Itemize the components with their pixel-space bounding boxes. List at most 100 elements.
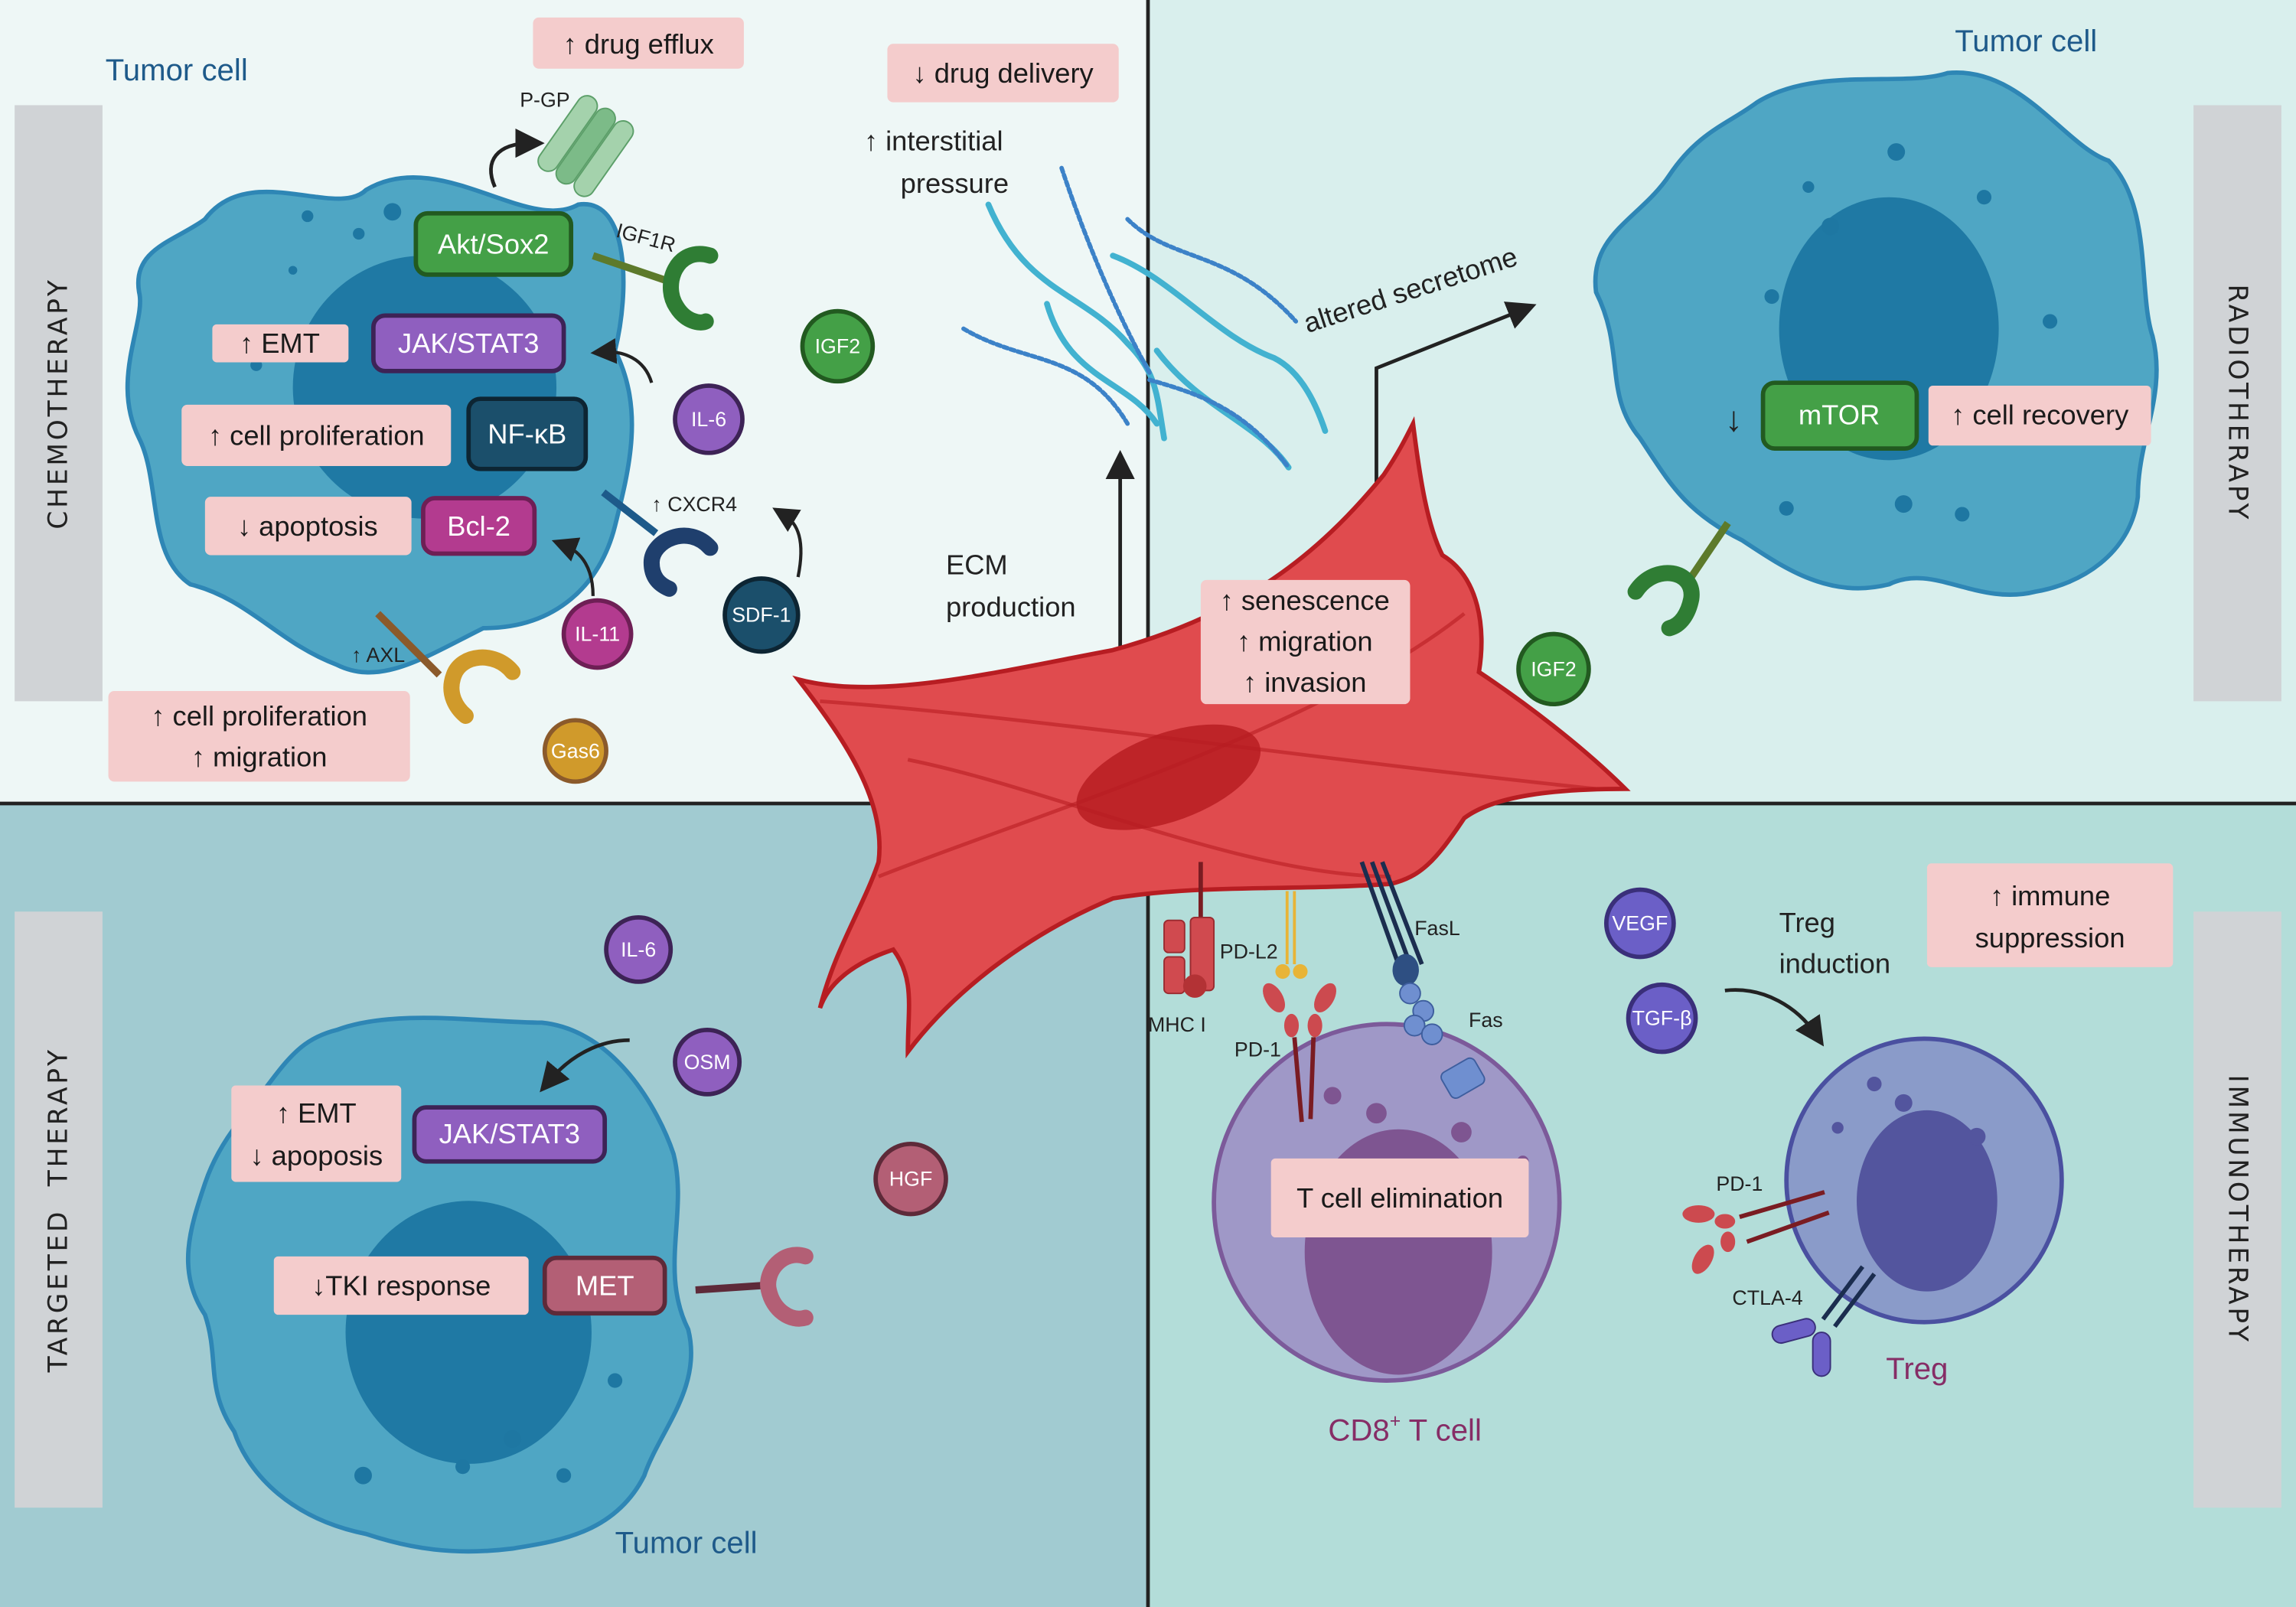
- fasl-label: FasL: [1414, 917, 1460, 940]
- pathway-akt-sox2: Akt/Sox2: [413, 210, 574, 277]
- ligand-igf2-radio: IGF2: [1516, 631, 1591, 707]
- secretome-arrow-icon: [1375, 302, 1537, 482]
- met-receptor-icon: [695, 1247, 814, 1327]
- svg-text:IGF2: IGF2: [815, 334, 861, 357]
- treg-pd1-label: PD-1: [1716, 1172, 1763, 1195]
- ligand-vegf: VEGF: [1603, 887, 1676, 960]
- side-label-chemotherapy: CHEMOTHERAPY: [15, 105, 103, 702]
- ligand-osm: OSM: [673, 1028, 742, 1097]
- treg-induction-arrow-icon: [1724, 988, 1825, 1047]
- effect-immune-suppression: ↑ immune suppression: [1926, 863, 2174, 967]
- svg-text:IL-6: IL-6: [691, 408, 726, 431]
- effect-t-cell-elimination: T cell elimination: [1270, 1158, 1529, 1237]
- pd-l2-icon: [1275, 891, 1308, 980]
- svg-text:↑ immune: ↑ immune: [1990, 880, 2111, 911]
- treg-pd-1-icon: [1682, 1190, 1830, 1274]
- svg-text:↑ migration: ↑ migration: [1237, 626, 1373, 657]
- effect-cell-proliferation-chemo: ↑ cell proliferation: [181, 404, 452, 466]
- effect-apoptosis-chemo: ↓ apoptosis: [204, 497, 412, 556]
- chemo-cell-title: Tumor cell: [106, 53, 248, 87]
- pgp-transporter-icon: [537, 95, 634, 197]
- ecm-line1: ECM: [946, 549, 1008, 580]
- effect-bottom-chemo: ↑ cell proliferation ↑ migration: [108, 691, 410, 782]
- pathway-met: MET: [542, 1255, 667, 1316]
- caf-fibroblast: [792, 416, 1631, 1059]
- svg-text:T cell elimination: T cell elimination: [1296, 1182, 1503, 1214]
- svg-text:IGF2: IGF2: [1531, 657, 1577, 680]
- svg-text:mTOR: mTOR: [1799, 399, 1880, 431]
- treg-induction-line2: induction: [1779, 947, 1890, 979]
- mtor-down-arrow: ↓: [1725, 399, 1743, 438]
- treg-induction-line1: Treg: [1779, 907, 1835, 938]
- side-label-targeted: TARGETED THERAPY: [15, 911, 103, 1508]
- effect-drug-delivery: ↓ drug delivery: [887, 44, 1119, 103]
- svg-text:Bcl-2: Bcl-2: [447, 510, 510, 542]
- svg-text:SDF-1: SDF-1: [732, 604, 791, 627]
- axl-receptor-icon: [375, 611, 521, 724]
- fas-label: Fas: [1469, 1009, 1503, 1032]
- ligand-igf2-chemo: IGF2: [800, 308, 876, 384]
- ligand-sdf1: SDF-1: [722, 576, 801, 654]
- chemotherapy-label: CHEMOTHERAPY: [44, 277, 74, 529]
- mhc-i-icon: [1163, 862, 1215, 998]
- pathway-nfkb: NF-κB: [466, 396, 589, 471]
- svg-text:IL-6: IL-6: [621, 938, 656, 961]
- targeted-cell-title: Tumor cell: [615, 1525, 758, 1560]
- immunotherapy-label: IMMUNOTHERAPY: [2222, 1075, 2252, 1345]
- svg-text:HGF: HGF: [889, 1168, 933, 1191]
- side-label-radiotherapy: RADIOTHERAPY: [2193, 105, 2281, 702]
- interstitial-line1: ↑ interstitial: [864, 125, 1003, 157]
- mhc-label: MHC I: [1148, 1013, 1206, 1036]
- ligand-il11: IL-11: [561, 598, 634, 670]
- radio-receptor-icon: [1627, 520, 1731, 637]
- pathway-jak-stat3-targeted: JAK/STAT3: [412, 1105, 608, 1164]
- effect-emt-chemo: ↑ EMT: [212, 324, 349, 363]
- pgp-label: P-GP: [520, 88, 569, 111]
- svg-text:Akt/Sox2: Akt/Sox2: [438, 228, 549, 259]
- ctla4-icon: [1771, 1265, 1877, 1377]
- svg-text:OSM: OSM: [684, 1051, 731, 1074]
- svg-text:↑ EMT: ↑ EMT: [276, 1097, 357, 1129]
- svg-text:VEGF: VEGF: [1612, 912, 1668, 935]
- ligand-gas6: Gas6: [542, 718, 608, 784]
- effect-drug-efflux: ↑ drug efflux: [533, 17, 744, 69]
- pathway-bcl2: Bcl-2: [421, 496, 537, 556]
- svg-text:↑ cell proliferation: ↑ cell proliferation: [208, 419, 425, 451]
- svg-text:↑ migration: ↑ migration: [191, 741, 328, 772]
- pd1-label: PD-1: [1234, 1038, 1281, 1061]
- svg-text:↑ invasion: ↑ invasion: [1243, 667, 1367, 698]
- effect-tki-response: ↓TKI response: [273, 1256, 529, 1315]
- svg-text:↑ EMT: ↑ EMT: [240, 328, 320, 359]
- ctla4-label: CTLA-4: [1732, 1286, 1802, 1309]
- svg-text:↑ senescence: ↑ senescence: [1220, 585, 1390, 616]
- svg-text:TGF-β: TGF-β: [1632, 1007, 1692, 1030]
- effect-targeted-emt: ↑ EMT ↓ apoposis: [231, 1085, 402, 1182]
- cd8-title: CD8+ T cell: [1328, 1411, 1482, 1447]
- osm-arrow-icon: [540, 1038, 630, 1093]
- svg-text:↓ apoptosis: ↓ apoptosis: [237, 510, 378, 542]
- pd-1-icon: [1263, 983, 1336, 1123]
- ecm-line2: production: [946, 592, 1076, 623]
- ligand-il6-targeted: IL-6: [604, 915, 673, 984]
- radio-cell-title: Tumor cell: [1955, 24, 2097, 58]
- svg-text:Gas6: Gas6: [551, 739, 600, 762]
- efflux-arrow-icon: [489, 129, 545, 188]
- ligand-tgf-beta: TGF-β: [1626, 982, 1698, 1054]
- il11-arrow-icon: [551, 537, 595, 596]
- sdf1-arrow-icon: [772, 507, 803, 578]
- axl-label: ↑ AXL: [351, 644, 405, 667]
- cxcr4-receptor-icon: [601, 489, 719, 597]
- svg-text:suppression: suppression: [1975, 922, 2125, 953]
- effect-caf: ↑ senescence ↑ migration ↑ invasion: [1200, 579, 1411, 705]
- svg-text:MET: MET: [576, 1270, 634, 1302]
- pathway-jak-stat3-chemo: JAK/STAT3: [371, 313, 566, 373]
- svg-text:↓ apoposis: ↓ apoposis: [249, 1140, 383, 1172]
- svg-text:JAK/STAT3: JAK/STAT3: [439, 1118, 580, 1149]
- effect-cell-recovery: ↑ cell recovery: [1928, 386, 2151, 446]
- igf1r-receptor-icon: [592, 246, 719, 331]
- fasl-fas-icon: [1359, 861, 1486, 1100]
- svg-text:IL-11: IL-11: [575, 623, 620, 646]
- ecm-fibers-icon: [961, 165, 1329, 471]
- treg-cell: [1784, 1036, 2064, 1325]
